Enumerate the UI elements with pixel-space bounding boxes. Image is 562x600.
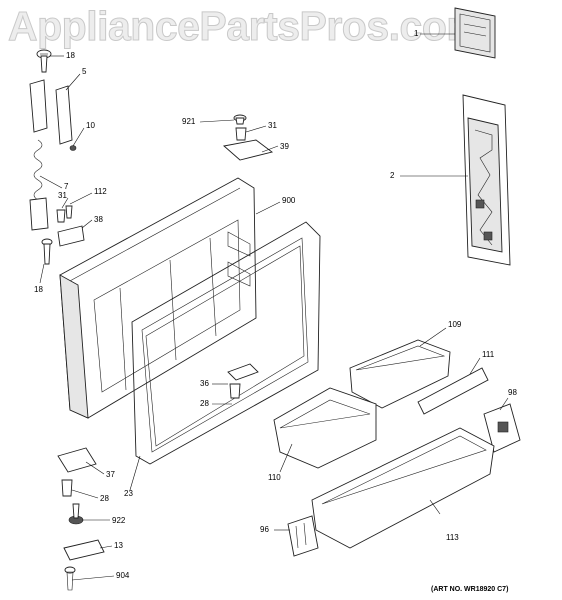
part-98-module [483,403,521,453]
part-38-plate [57,225,85,247]
part-96-clip [287,515,319,557]
part-111-bin-front [417,367,489,415]
part-904-screw [64,566,76,591]
callout-31-left: 31 [58,191,67,200]
callout-37: 37 [106,470,115,479]
part-37-hinge-plate [57,447,97,473]
callout-7: 7 [64,182,69,191]
callout-31-top: 31 [268,121,277,130]
part-18-screw-bottom [41,238,53,265]
part-921-cap [233,114,247,125]
callout-98: 98 [508,388,517,397]
part-28-bushing-center [229,383,241,399]
part-922-washer [68,503,84,525]
part-10-plug [69,145,77,151]
part-7-hinge [29,79,49,231]
callout-13: 13 [114,541,123,550]
callout-922: 922 [112,516,126,525]
callout-96: 96 [260,525,269,534]
part-110-bin [273,387,377,469]
callout-36: 36 [200,379,209,388]
callout-28-lower: 28 [100,494,109,503]
callout-28-center: 28 [200,399,209,408]
callout-113: 113 [446,533,459,542]
callout-110: 110 [268,473,281,482]
callout-111: 111 [482,350,495,359]
part-31-bushing-top [235,127,247,141]
art-number: (ART NO. WR18920 C7) [431,586,509,593]
callout-18-top: 18 [66,51,75,60]
part-1-nameplate [454,7,496,59]
callout-1: 1 [414,29,419,38]
callout-39: 39 [280,142,289,151]
callout-904: 904 [116,571,130,580]
part-18-screw-top [36,49,52,73]
callout-2: 2 [390,171,395,180]
callout-109: 109 [448,320,462,329]
callout-900: 900 [282,196,296,205]
callout-18-bottom: 18 [34,285,43,294]
callout-5: 5 [82,67,87,76]
part-5-bracket [55,85,73,145]
part-31-bushing-left [56,209,66,223]
callout-10: 10 [86,121,95,130]
part-28-bushing-lower [61,479,73,497]
leader-lines [39,33,509,581]
part-109-bin [349,339,451,409]
part-900-gasket [131,221,321,465]
part-39-bracket [223,139,274,161]
part-13-hinge [63,539,105,561]
watermark: AppliancePartsPros.com [7,3,483,50]
part-113-bin [311,427,495,549]
callout-921: 921 [182,117,196,126]
part-2-handle-trim [462,94,511,266]
part-112-screw [65,205,73,219]
part-36-bracket [227,363,259,381]
callout-23: 23 [124,489,133,498]
callout-112: 112 [94,187,107,196]
door-assembly [59,177,257,419]
callout-38: 38 [94,215,103,224]
